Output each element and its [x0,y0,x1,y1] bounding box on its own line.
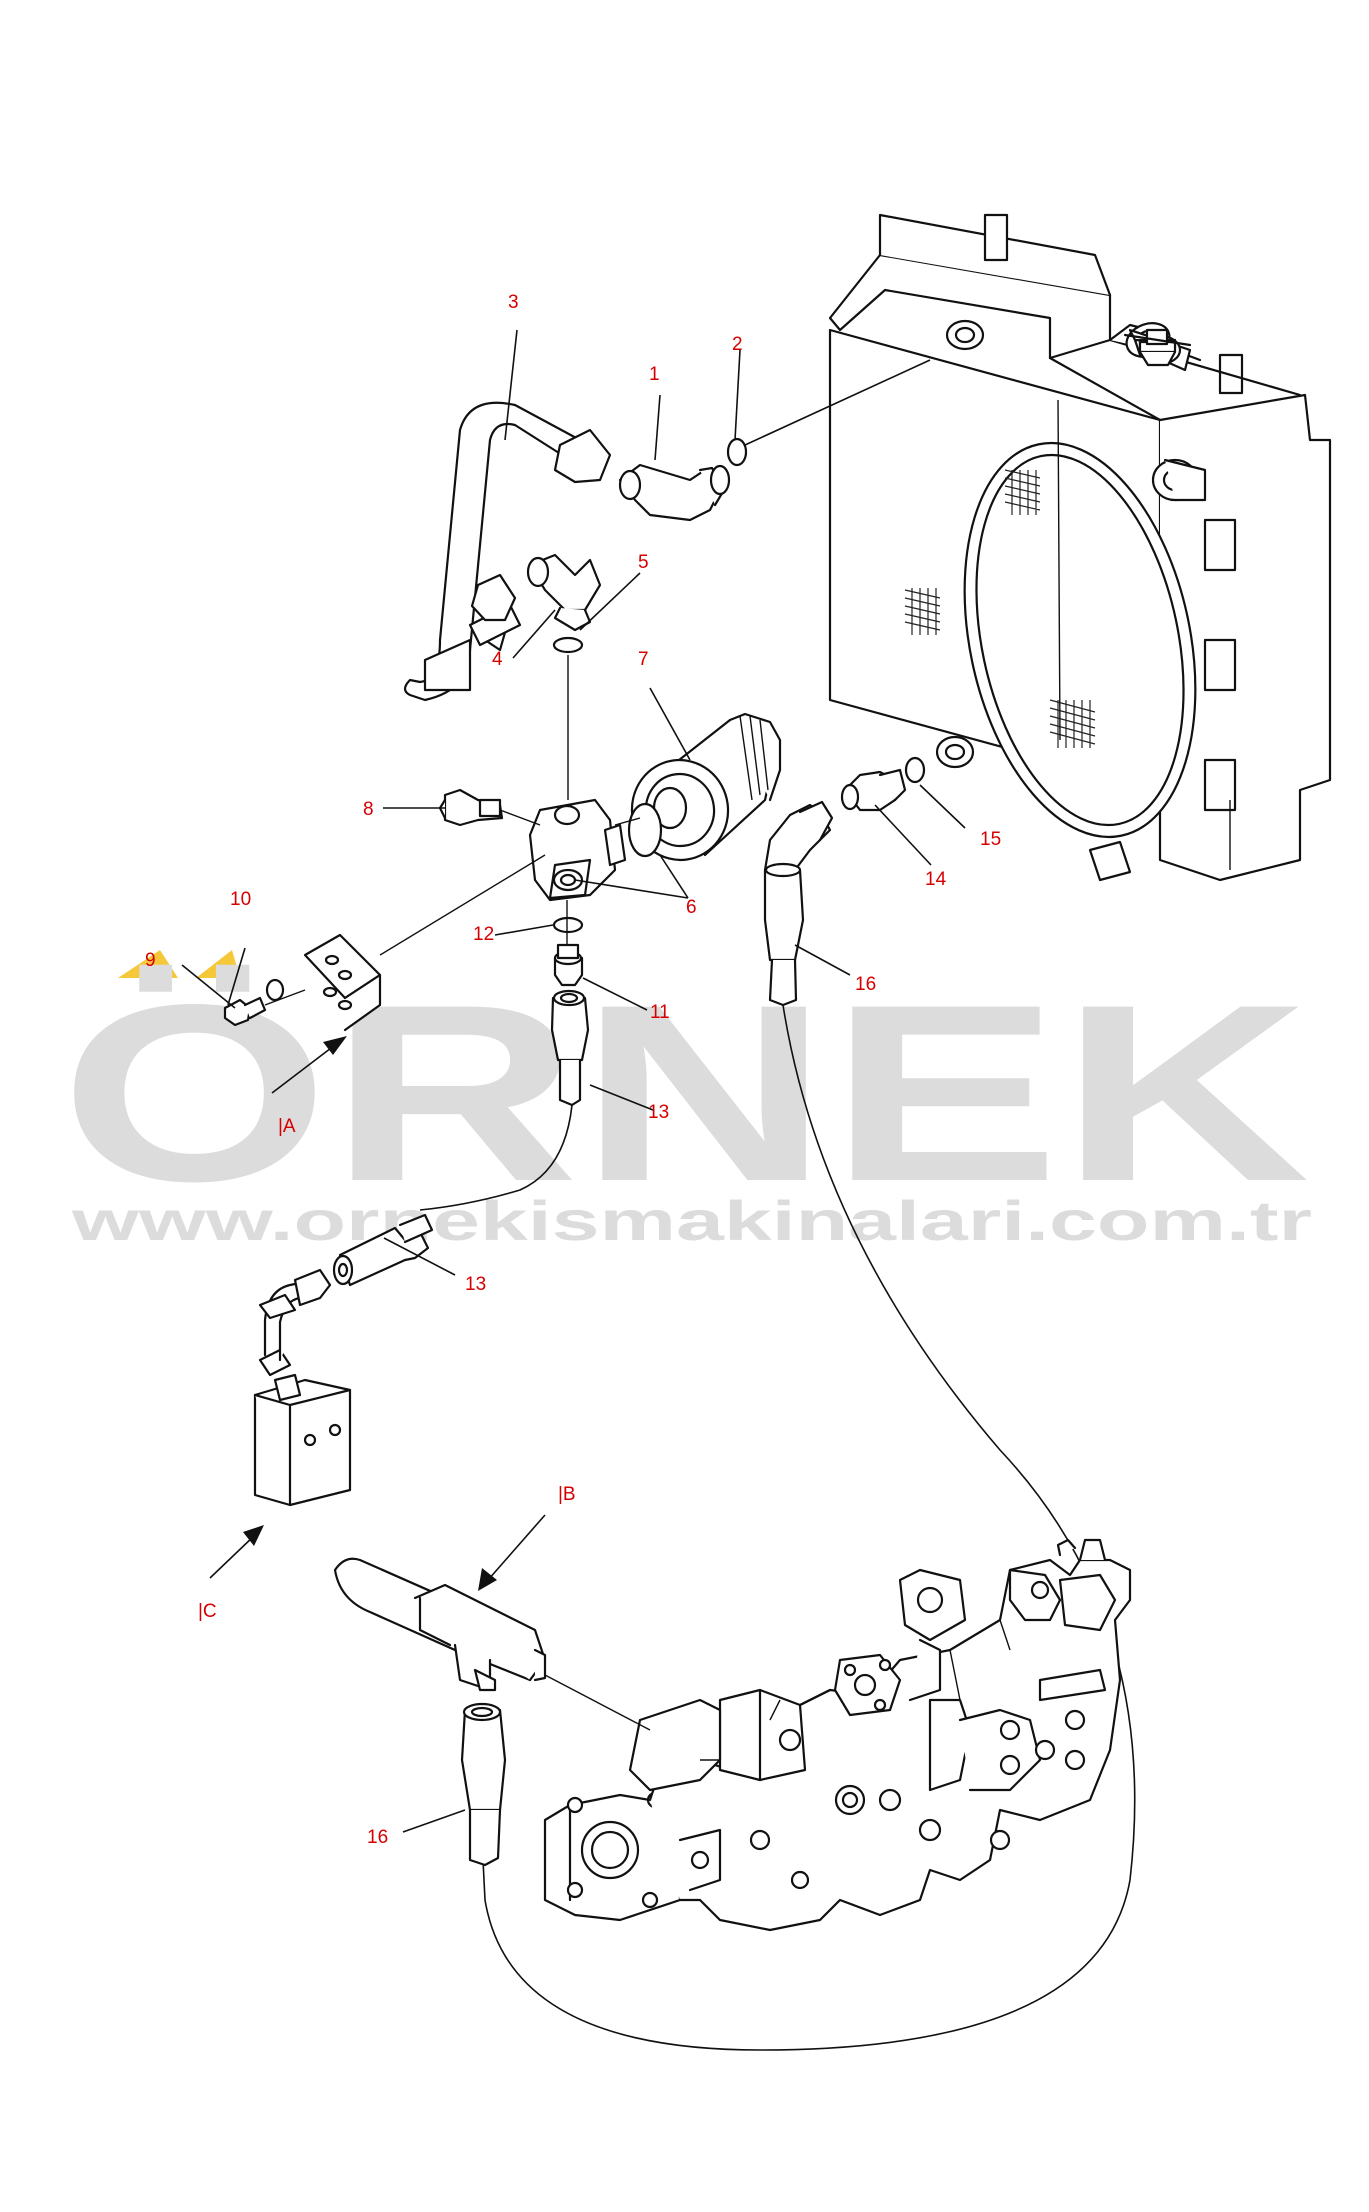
view-arrow-a [271,1036,347,1094]
mounting-bracket [303,933,382,1032]
watermark-brand: ÖRNEK [60,953,1310,1234]
oil-filter-7 [630,712,782,862]
hydraulic-pump-valve [333,1538,1132,1932]
callout-9: 9 [145,950,156,971]
valve-block-c [253,1268,352,1507]
radiator [828,213,1332,882]
callout-6: 6 [686,897,697,918]
callout-4: 4 [492,649,503,670]
o-ring-5 [552,636,584,654]
callout-14: 14 [925,869,947,890]
view-ref-b: |B [558,1484,576,1505]
callout-3: 3 [508,292,519,313]
washer-10 [265,978,285,1002]
hose-16-line [482,1004,1136,2051]
o-ring-12 [552,916,584,934]
fitting-11 [553,943,584,987]
callout-10: 10 [230,889,251,910]
sensor-8 [438,788,504,827]
fitting-14 [840,768,907,812]
hose-13-lower [332,1213,434,1287]
tube-assembly-3 [403,401,612,702]
filter-gasket-6 [627,802,663,858]
view-reference-labels: |A |B |C [198,1116,576,1622]
callout-11: 11 [650,1002,670,1023]
o-ring-15 [904,756,926,784]
bolt-9 [223,996,267,1027]
callout-13-lower: 13 [465,1274,486,1295]
elbow-fitting-1 [618,463,731,522]
filter-head [528,798,627,902]
callout-5: 5 [638,552,649,573]
watermark: ÖRNEK www.ornekismakinalari.com.tr [60,950,1312,1252]
callout-15: 15 [980,829,1001,850]
elbow-fitting-4 [526,553,602,632]
view-arrow-c [209,1525,264,1579]
callout-16-upper: 16 [855,974,876,995]
callout-7: 7 [638,649,649,670]
view-ref-a: |A [278,1116,296,1137]
watermark-accent-mark [118,950,240,978]
o-ring-2 [726,437,748,467]
view-ref-c: |C [198,1601,217,1622]
callout-13-upper: 13 [648,1102,669,1123]
callout-12: 12 [473,924,494,945]
view-arrow-b [478,1514,546,1591]
callout-8: 8 [363,799,374,820]
hose-13-upper [550,989,590,1107]
callout-labels: 1 2 3 4 5 6 7 8 9 10 11 12 13 13 14 15 1… [145,292,1001,1848]
hose-13-line [419,1104,573,1211]
hose-16-upper [763,800,834,1007]
callout-2: 2 [732,334,743,355]
callout-1: 1 [649,364,660,385]
watermark-url: www.ornekismakinalari.com.tr [70,1189,1312,1252]
callout-16-lower: 16 [367,1827,388,1848]
